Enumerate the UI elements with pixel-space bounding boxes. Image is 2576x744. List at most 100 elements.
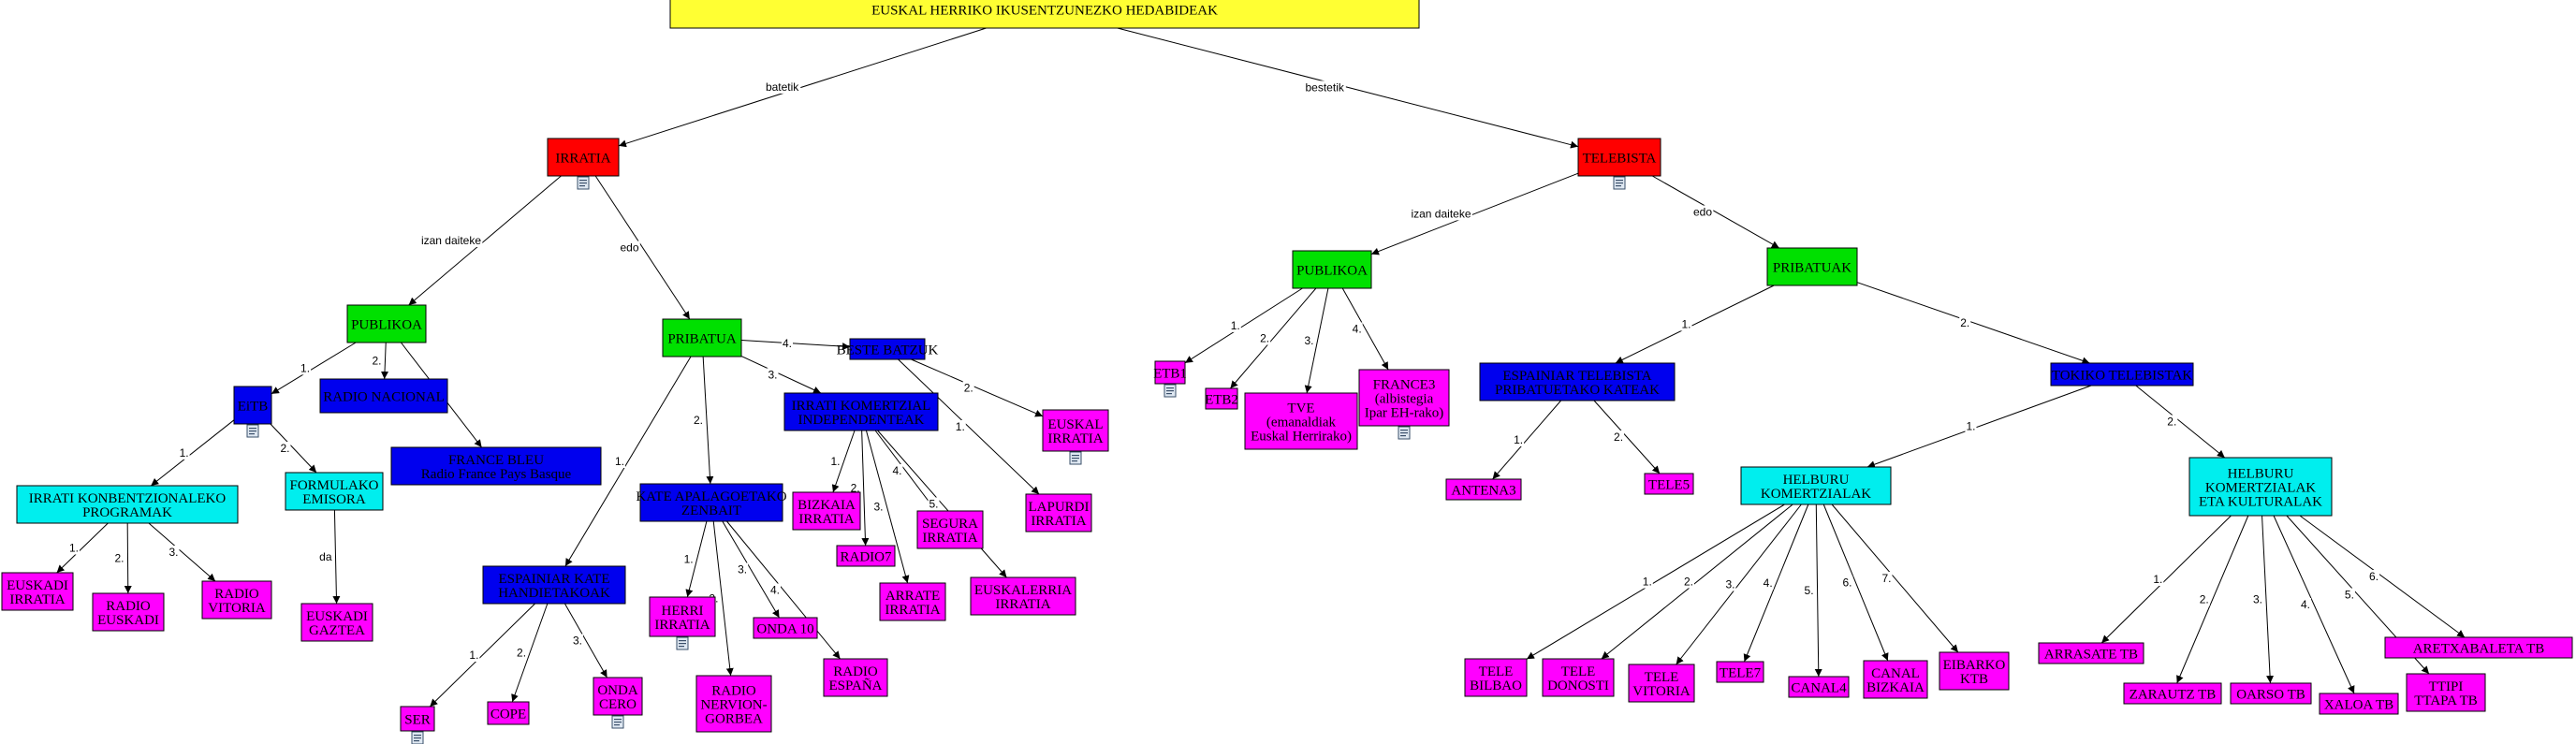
node-box [1542,658,1615,697]
node-tele5[interactable]: TELE5 [1644,473,1694,495]
node-beste-batzuk[interactable]: BESTE BATZUK [837,338,939,360]
node-box [1716,661,1764,683]
node-box [1025,493,1092,532]
node-label: EMISORA [302,492,366,507]
node-onda10[interactable]: ONDA 10 [753,617,818,639]
document-icon[interactable] [1398,426,1411,440]
node-irratia[interactable]: IRRATIA [547,138,620,190]
node-cope[interactable]: COPE [487,701,530,725]
node-etb2[interactable]: ETB2 [1205,387,1238,410]
node-label: EUSKALERRIA [974,583,1072,598]
connector-pribatuak-espainiar_telebista [1615,284,1775,364]
edge-label-publikoa2-tve: 3. [1305,334,1314,347]
document-icon[interactable] [676,636,689,650]
node-radio-nacional[interactable]: RADIO NACIONAL [319,378,448,414]
edge-label-helburu_komertzialak-eibarko_ktb: 7. [1881,572,1891,585]
node-label: TELE [1561,664,1596,679]
edge-label-beste_batzuk-lapurdi_irratia: 1. [956,420,965,433]
node-zarautz-tb[interactable]: ZARAUTZ TB [2123,682,2222,705]
node-box [319,378,448,414]
node-tokiko-telebistak[interactable]: TOKIKO TELEBISTAK [2050,362,2194,387]
node-box [1464,658,1528,697]
connector-irrati_komertzial-segura_irratia [874,430,937,512]
document-icon[interactable] [246,424,259,438]
edge-label-kate_apalagoak-herri_irratia: 1. [684,553,694,566]
node-eitb[interactable]: EiTB [233,386,272,438]
node-box [390,446,602,486]
node-radio7[interactable]: RADIO7 [836,545,896,567]
node-label: PRIBATUA [667,331,737,346]
node-arrasate-tb[interactable]: ARRASATE TB [2038,642,2144,664]
document-icon[interactable] [1164,384,1177,398]
connector-publikoa1-radio_nacional [381,342,389,380]
node-ser[interactable]: SER [400,706,435,744]
node-antena3[interactable]: ANTENA3 [1445,478,1522,501]
node-tele7[interactable]: TELE7 [1716,661,1764,683]
document-icon[interactable] [411,731,424,744]
node-canal4[interactable]: CANAL4 [1788,676,1850,698]
node-xaloa-tb[interactable]: XALOA TB [2319,693,2399,715]
node-box [487,701,530,725]
document-icon[interactable] [1613,176,1626,190]
node-pribatuak[interactable]: PRIBATUAK [1766,247,1858,286]
node-label: RADIO [106,599,151,614]
edge-label-irrati_komertzial-euskalerria_irratia: 5. [929,498,938,511]
node-label: HANDIETAKOAK [498,586,610,601]
node-publikoa2[interactable]: PUBLIKOA [1292,250,1372,289]
node-label: Ipar EH-rako) [1365,405,1444,420]
node-label: RADIO [214,587,259,602]
node-box [2230,682,2312,705]
node-oarso-tb[interactable]: OARSO TB [2230,682,2312,705]
node-box [547,138,620,177]
document-icon[interactable] [1069,451,1082,465]
node-pribatua[interactable]: PRIBATUA [662,318,742,357]
node-box [753,617,818,639]
node-publikoa1[interactable]: PUBLIKOA [346,304,427,343]
document-icon[interactable] [611,715,624,729]
node-root[interactable]: EUSKAL HERRIKO IKUSENTZUNEZKO HEDABIDEAK [669,0,1420,29]
node-box [1644,473,1694,495]
node-telebista[interactable]: TELEBISTA [1577,138,1661,190]
node-box [2038,642,2144,664]
node-etb1[interactable]: ETB1 [1153,360,1187,398]
node-label: IRRATIA [9,592,65,607]
edge-label-irratia-publikoa1: izan daiteke [421,234,481,247]
document-icon[interactable] [577,176,590,190]
node-box [1628,664,1695,703]
edge-label-irrati_konb-euskadi_irratia: 1. [69,542,79,555]
node-box [285,472,384,511]
node-aretxabaleta-tb[interactable]: ARETXABALETA TB [2384,636,2573,659]
